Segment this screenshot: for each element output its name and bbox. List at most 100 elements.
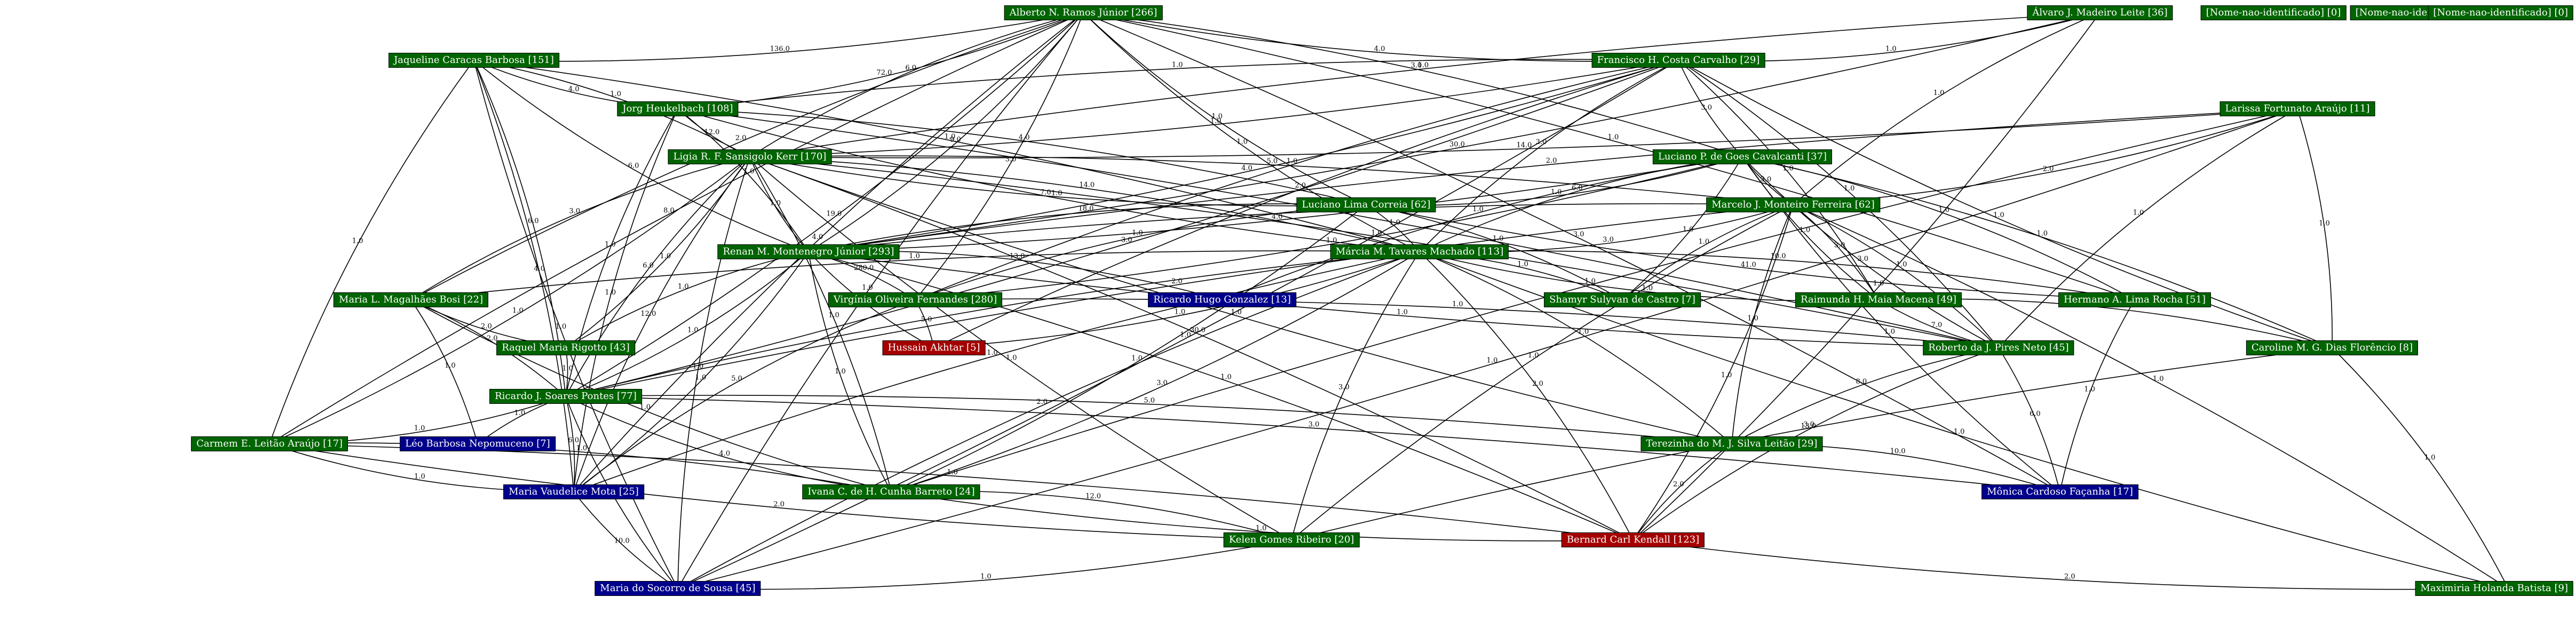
node-marcelo[interactable]: Marcelo J. Monteiro Ferreira [62] [1706, 197, 1880, 212]
node-carmem[interactable]: Carmem E. Leitão Araújo [17] [191, 436, 348, 451]
edge-ligia-kelen [749, 156, 1292, 540]
edge-marcia-ivana [891, 251, 1420, 492]
edge-larissa-caroline [2297, 108, 2333, 348]
edge-larissa-marcelo [1793, 108, 2298, 205]
edge-weight-marcelo-kelen: 1.0 [1528, 352, 1539, 360]
node-jorg[interactable]: Jorg Heukelbach [108] [617, 101, 739, 116]
edge-weight-alberto-jaqueline: 136.0 [770, 45, 790, 53]
edge-marcia-bernard [1419, 251, 1634, 540]
node-virginia[interactable]: Virgínia Oliveira Fernandes [280] [828, 292, 1003, 307]
edge-ligia-carmem [269, 156, 750, 444]
edge-jorg-luciano_l [677, 108, 1367, 205]
edge-weight-larissa-ivana: 1.0 [1584, 277, 1596, 285]
edge-weight-hermano-monica: 1.0 [2084, 385, 2095, 393]
edge-weight-alvaro-ligia: 1.0 [1417, 61, 1429, 69]
edge-ligia-maria_v [573, 156, 750, 492]
node-luciano_l[interactable]: Luciano Lima Correia [62] [1296, 197, 1436, 212]
edge-weight-alberto-jorg: 72.0 [876, 69, 892, 77]
edge-weight-luciano_l-ivana: 1.0 [1131, 355, 1143, 363]
edge-weight-ligia-roberto: 1.0 [1371, 229, 1382, 237]
node-ricardo_g[interactable]: Ricardo Hugo Gonzalez [13] [1148, 292, 1296, 307]
edge-bernard-maximiria [1632, 539, 2509, 590]
edge-ligia-luciano_l [749, 156, 1367, 206]
edge-weight-luciano_c-renan: 4.0 [1272, 213, 1283, 221]
edge-terezinha-bernard [1632, 443, 1732, 540]
node-ligia[interactable]: Ligia R. F. Sansigolo Kerr [170] [668, 149, 832, 164]
node-nn3[interactable]: [Nome-nao-identificado] [0] [2428, 5, 2573, 20]
edge-weight-alberto-ricardo_s: 19.0 [826, 210, 842, 218]
edge-weight-alberto-ligia: 6.0 [905, 64, 916, 72]
edge-weight-jaqueline-maria_s: 1.0 [556, 323, 567, 331]
edge-weight-roberto-bernard: 13.0 [1801, 422, 1816, 430]
edge-weight-jaqueline-ricardo_s: 6.0 [528, 217, 539, 225]
node-raquel[interactable]: Raquel Maria Rigotto [43] [496, 340, 635, 355]
edge-weight-ligia-bernard: 30.0 [1190, 326, 1206, 334]
edge-alberto-hermano [1083, 12, 2135, 300]
node-maximiria[interactable]: Maximiria Holanda Batista [9] [2415, 581, 2573, 596]
node-kelen[interactable]: Kelen Gomes Ribeiro [20] [1223, 532, 1360, 547]
edge-weight-ivana-bernard: 1.0 [1256, 524, 1267, 532]
edge-weight-marcia-kelen: 3.0 [1338, 383, 1350, 391]
node-maria_m[interactable]: Maria L. Magalhães Bosi [22] [333, 292, 489, 307]
node-caroline[interactable]: Caroline M. G. Dias Florêncio [8] [2246, 340, 2419, 355]
edge-weight-ligia-marcia: 14.0 [1079, 181, 1095, 189]
edge-ligia-marcelo [749, 155, 1794, 205]
node-alberto[interactable]: Alberto N. Ramos Júnior [266] [1004, 5, 1163, 20]
edge-luciano_c-roberto [1742, 156, 1999, 348]
node-ricardo_s[interactable]: Ricardo J. Soares Pontes [77] [489, 389, 642, 404]
node-nn1[interactable]: [Nome-nao-identificado] [0] [2200, 5, 2347, 20]
edge-weight-virginia-hussain: 5.0 [921, 316, 932, 324]
edge-ligia-ivana [749, 156, 892, 492]
node-raimunda[interactable]: Raimunda H. Maia Macena [49] [1795, 292, 1962, 307]
edge-carmem-kelen [269, 443, 1292, 540]
node-bernard[interactable]: Bernard Carl Kendall [123] [1561, 532, 1705, 547]
edge-alberto-monica [1083, 12, 2060, 492]
edge-weight-alberto-carmem: 8.0 [663, 206, 675, 214]
edge-marcia-hussain [933, 251, 1420, 348]
edge-luciano_c-ricardo_g [1222, 156, 1743, 300]
node-maria_v[interactable]: Maria Vaudelice Mota [25] [503, 484, 644, 499]
edge-weight-alvaro-bernard: 1.0 [1873, 280, 1884, 288]
edge-marcia-hermano [1419, 250, 2135, 300]
node-jaqueline[interactable]: Jaqueline Caracas Barbosa [151] [389, 53, 559, 68]
edge-weight-francisco-caroline: 1.0 [1993, 211, 2004, 219]
node-terezinha[interactable]: Terezinha do M. J. Silva Leitão [29] [1640, 436, 1823, 451]
edge-weight-marcelo-shamyr: 1.0 [1699, 238, 1710, 246]
edge-weight-maria_m-raquel: 2.0 [481, 323, 492, 331]
edge-larissa-roberto [1998, 108, 2298, 348]
edge-weight-marcia-raimunda: 1.0 [1642, 284, 1653, 292]
node-alvaro[interactable]: Álvaro J. Madeiro Leite [36] [2027, 5, 2173, 20]
edge-weight-luciano_c-monica: 1.0 [1884, 328, 1895, 336]
edge-marcelo-ricardo_s [565, 204, 1794, 397]
edge-francisco-maria_s [677, 60, 1679, 589]
edge-jaqueline-maria_s [473, 60, 678, 589]
node-shamyr[interactable]: Shamyr Sulyvan de Castro [7] [1544, 292, 1701, 307]
node-hermano[interactable]: Hermano A. Lima Rocha [51] [2058, 292, 2212, 307]
node-larissa[interactable]: Larissa Fortunato Araújo [11] [2220, 101, 2375, 116]
edge-weight-jaqueline-ligia: 1.0 [610, 90, 621, 98]
node-ivana[interactable]: Ivana C. de H. Cunha Barreto [24] [802, 484, 980, 499]
node-luciano_c[interactable]: Luciano P. de Goes Cavalcanti [37] [1652, 149, 1833, 164]
edge-weight-renan-raquel: 1.0 [678, 283, 689, 291]
edge-marcelo-shamyr [1622, 204, 1794, 300]
edge-weight-marcelo-maximiria: 1.0 [2153, 375, 2164, 383]
edge-weight-marcia-hussain: 1.0 [1174, 308, 1185, 316]
node-monica[interactable]: Mônica Cardoso Façanha [17] [1981, 484, 2138, 499]
edge-luciano_l-shamyr [1366, 204, 1623, 300]
node-marcia[interactable]: Márcia M. Tavares Machado [113] [1330, 244, 1509, 259]
edge-francisco-luciano_c [1678, 60, 1743, 157]
edge-luciano_l-ivana [891, 204, 1367, 492]
node-leo[interactable]: Léo Barbosa Nepomuceno [7] [400, 436, 556, 451]
edge-francisco-hussain [933, 60, 1679, 348]
node-francisco[interactable]: Francisco H. Costa Carvalho [29] [1591, 53, 1765, 68]
node-roberto[interactable]: Roberto da J. Pires Neto [45] [1923, 340, 2074, 355]
edge-weight-jorg-maria_v: 1.0 [605, 289, 616, 297]
node-renan[interactable]: Renan M. Montenegro Júnior [293] [717, 244, 900, 259]
edge-roberto-monica [1998, 347, 2060, 492]
edge-carmem-ivana [269, 442, 892, 492]
edge-weight-luciano_l-marcia: 1.0 [1389, 219, 1400, 227]
node-hussain[interactable]: Hussain Akhtar [5] [882, 340, 986, 355]
edge-weight-alberto-maria_m: 2.0 [735, 134, 747, 142]
node-maria_s[interactable]: Maria do Socorro de Sousa [45] [595, 581, 761, 596]
